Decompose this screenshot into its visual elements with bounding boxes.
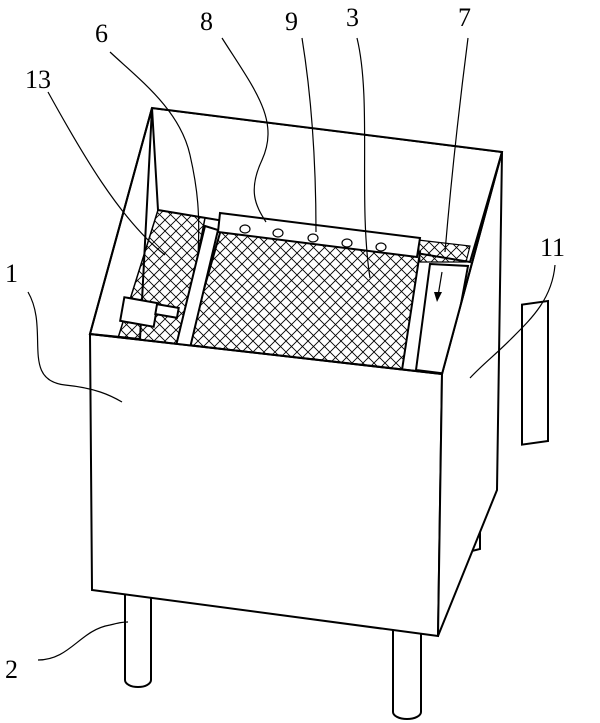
leg-front-left [124,592,152,688]
side-window [521,299,549,446]
label-8: 8 [200,7,213,36]
nozzle [307,233,319,243]
reference-labels: 1 2 3 6 7 8 9 11 13 [5,3,565,684]
motor [119,296,159,328]
label-1: 1 [5,259,18,288]
outlet-channel [414,262,470,374]
leader-8 [221,37,269,223]
nozzle [341,238,353,248]
label-7: 7 [458,3,471,32]
nozzle [375,242,387,252]
leader-7 [444,37,469,253]
leader-6 [109,51,200,256]
leader-11 [469,264,556,379]
label-13: 13 [25,65,51,94]
box-interior [117,108,502,374]
leader-2 [37,621,129,661]
leader-3 [356,37,371,279]
nozzle [239,224,251,234]
label-3: 3 [346,3,359,32]
nozzle [272,228,284,238]
label-9: 9 [285,7,298,36]
front-face [88,332,444,638]
spray-nozzles [239,224,387,252]
pipe-bar [216,211,422,259]
leader-13 [47,91,166,256]
leader-1 [27,291,123,403]
leader-9 [301,37,317,233]
label-11: 11 [540,233,565,262]
label-6: 6 [95,19,108,48]
flow-arrow-head [434,292,442,302]
leg-front-right [392,626,422,720]
leader-lines [27,37,556,661]
label-2: 2 [5,655,18,684]
motor-shaft [154,303,180,319]
box-top-rim [88,106,504,376]
